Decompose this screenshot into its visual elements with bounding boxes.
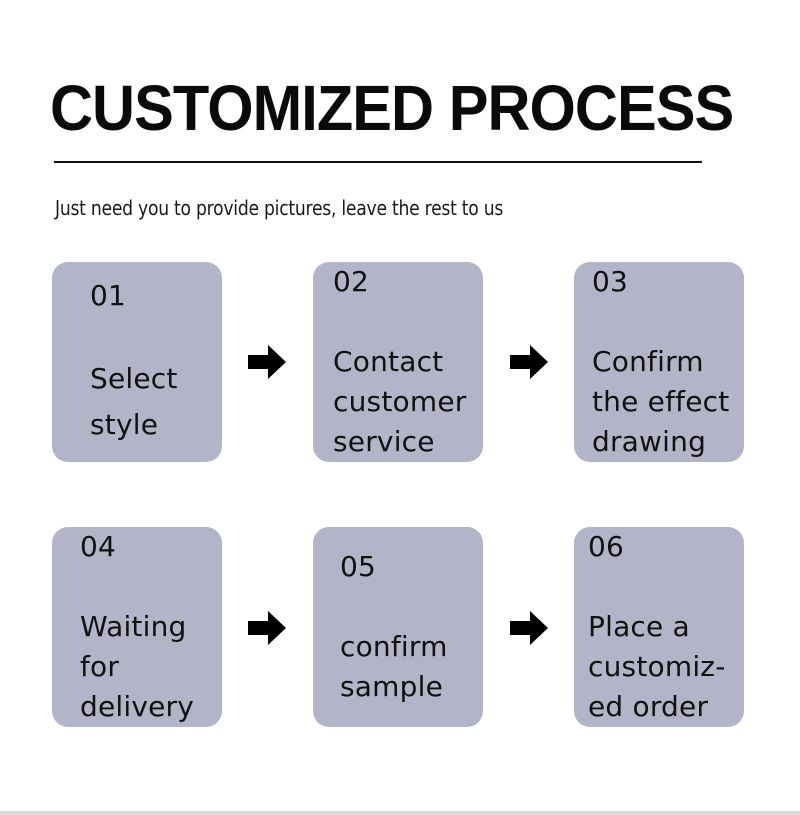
arrow-right-icon xyxy=(248,611,286,645)
step-card-03: 03 Confirm the effect drawing xyxy=(574,262,744,462)
step-number: 04 xyxy=(80,530,117,563)
step-text: 01 Select style xyxy=(90,236,222,488)
step-card-02: 02 Contact customer service xyxy=(313,262,483,462)
step-text: 03 Confirm the effect drawing xyxy=(592,222,744,502)
page-title: CUSTOMIZED PROCESS xyxy=(50,72,734,144)
step-card-05: 05 confirm sample xyxy=(313,527,483,727)
step-label: Contact customer service xyxy=(333,345,467,458)
step-text: 04 Waiting for delivery xyxy=(80,487,222,767)
step-number: 01 xyxy=(90,279,127,312)
step-label: Place a customiz- ed order xyxy=(588,610,726,723)
step-number: 03 xyxy=(592,265,629,298)
arrow-right-icon xyxy=(510,611,548,645)
bottom-divider xyxy=(0,811,800,815)
step-card-06: 06 Place a customiz- ed order xyxy=(574,527,744,727)
step-text: 05 confirm sample xyxy=(340,507,483,747)
title-divider xyxy=(54,161,702,163)
step-label: Waiting for delivery xyxy=(80,610,195,723)
step-card-04: 04 Waiting for delivery xyxy=(52,527,222,727)
step-number: 02 xyxy=(333,265,370,298)
page-subtitle: Just need you to provide pictures, leave… xyxy=(55,196,504,220)
arrow-right-icon xyxy=(510,345,548,379)
step-label: Select style xyxy=(90,362,178,441)
step-label: confirm sample xyxy=(340,630,448,703)
step-text: 02 Contact customer service xyxy=(333,222,483,502)
arrow-right-icon xyxy=(248,345,286,379)
step-label: Confirm the effect drawing xyxy=(592,345,730,458)
step-number: 05 xyxy=(340,550,377,583)
step-number: 06 xyxy=(588,530,625,563)
step-card-01: 01 Select style xyxy=(52,262,222,462)
step-text: 06 Place a customiz- ed order xyxy=(588,487,744,767)
